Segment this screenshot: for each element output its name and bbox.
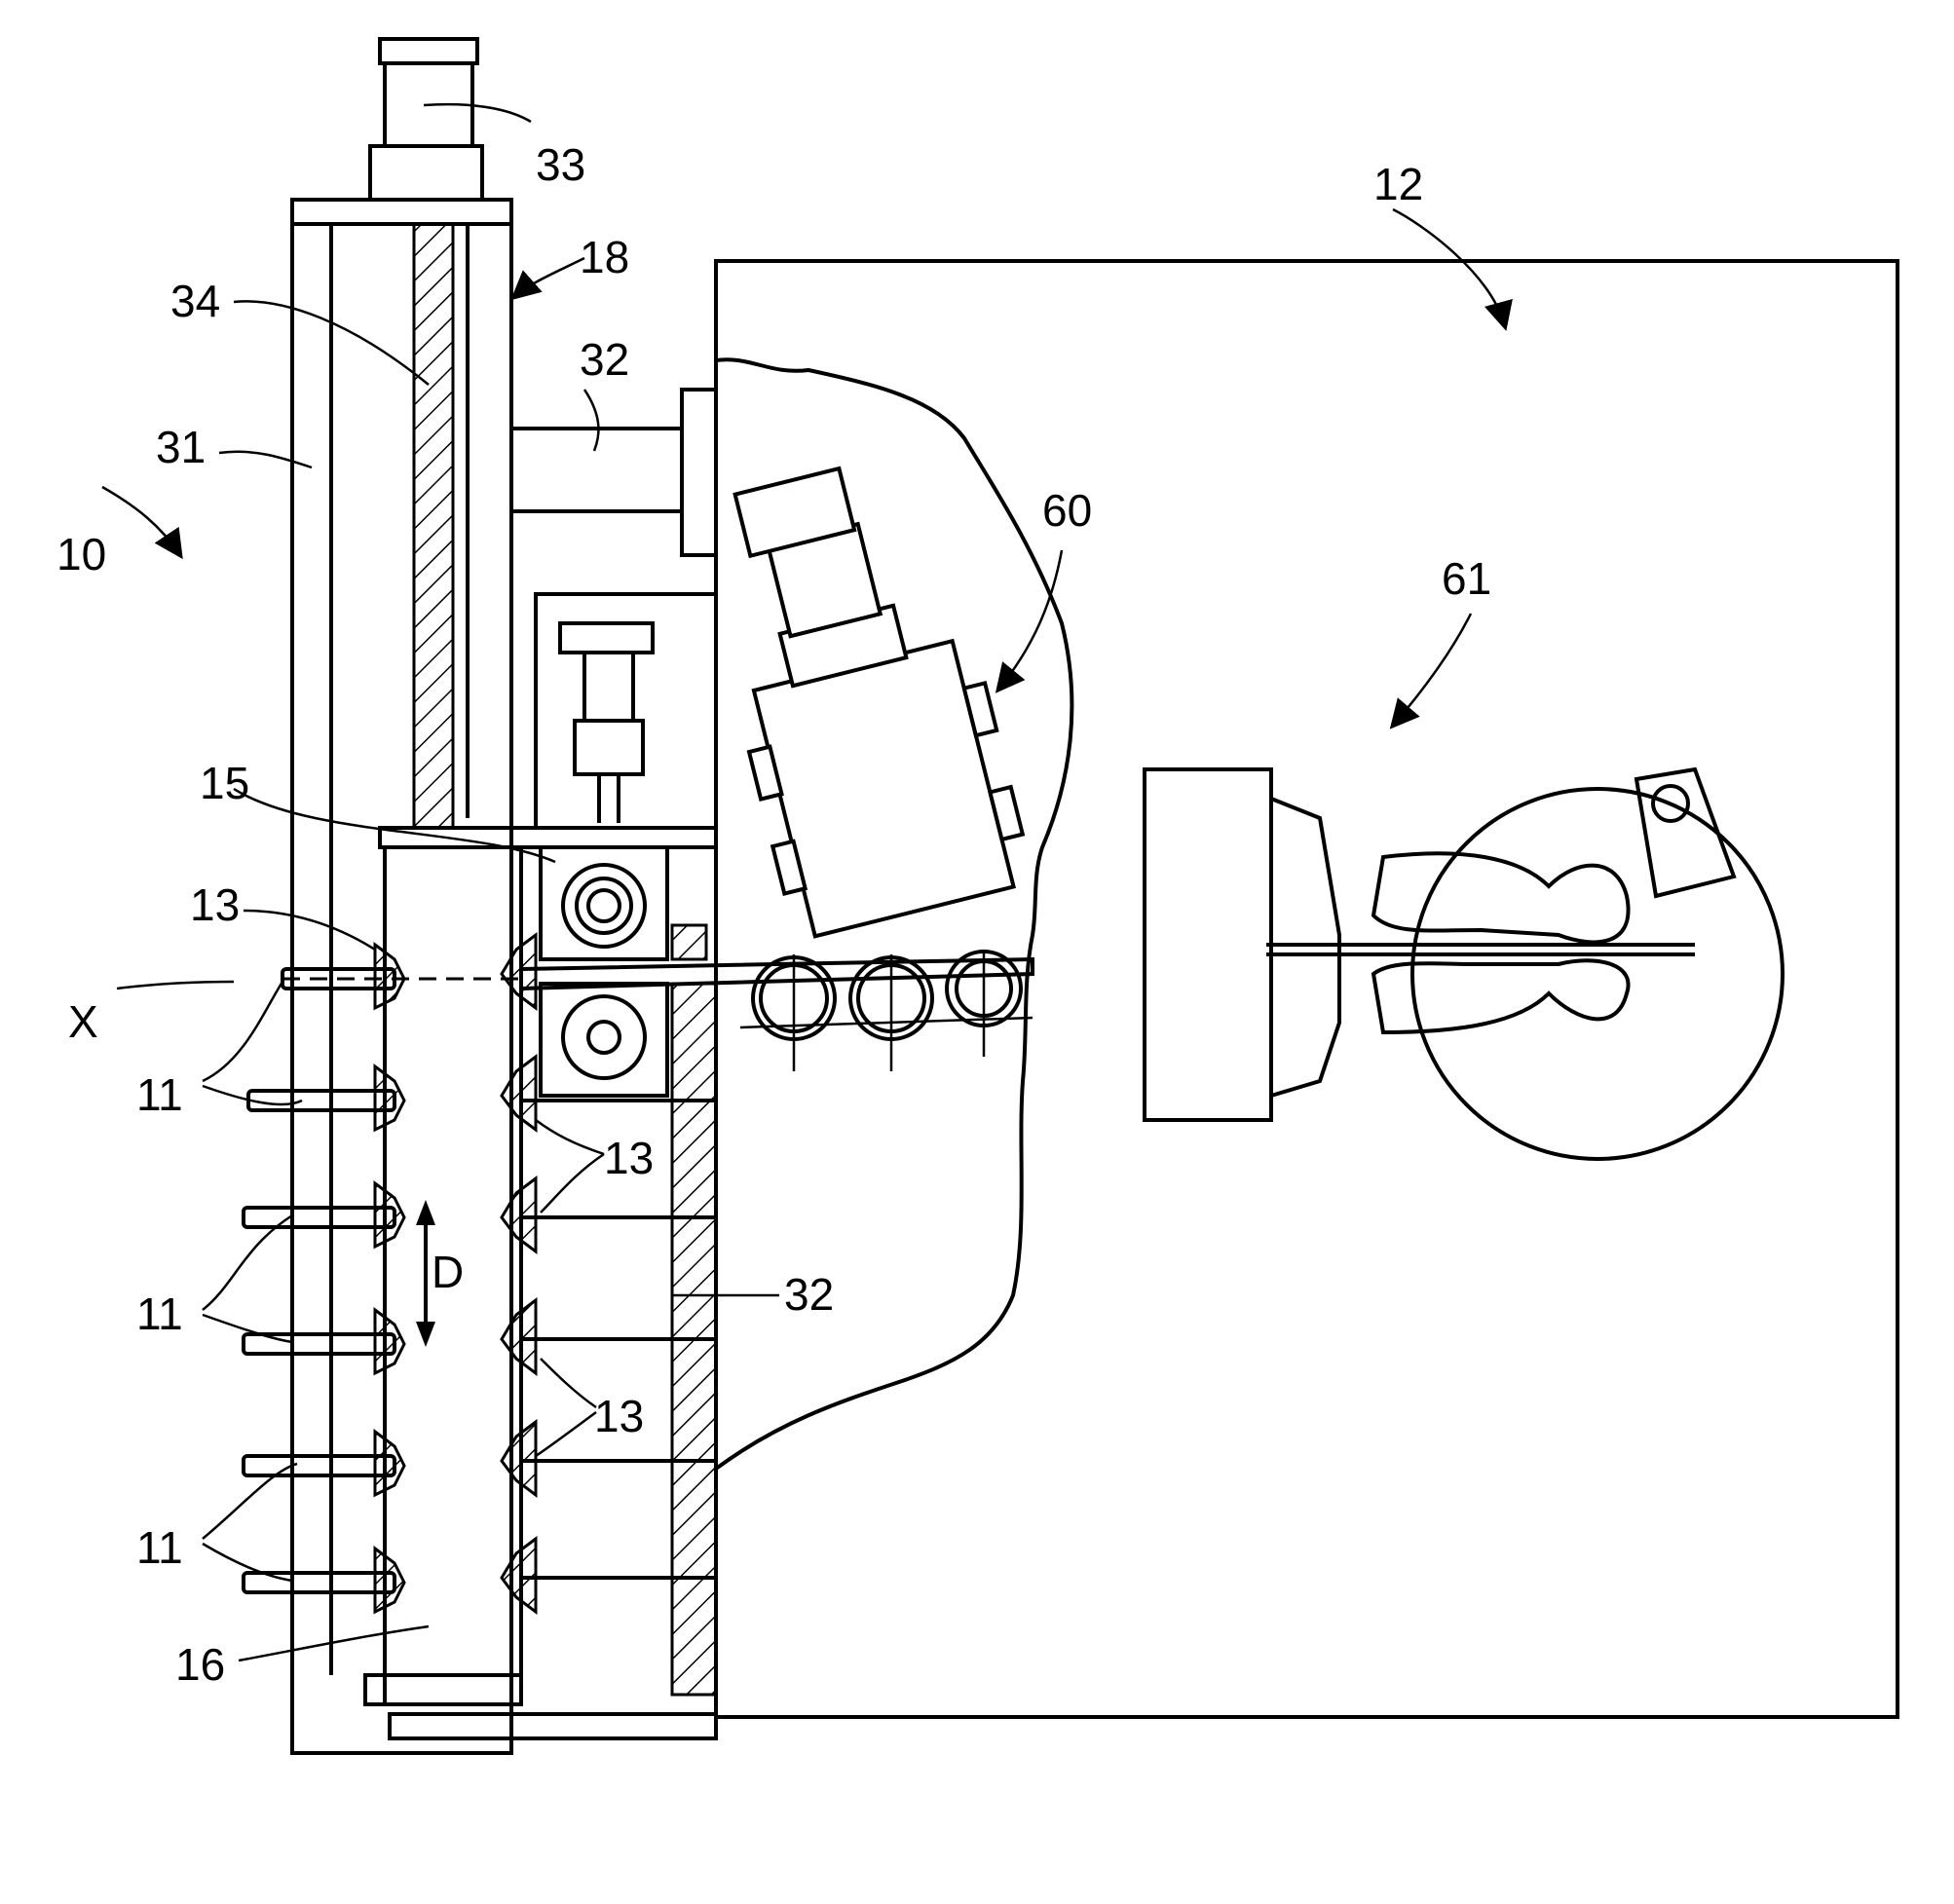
column-18-frame: [292, 39, 511, 1753]
label-d-direction: D: [432, 1247, 464, 1297]
label-15: 15: [200, 758, 249, 808]
label-11-bottom: 11: [136, 1522, 183, 1573]
label-34: 34: [170, 276, 220, 326]
label-61: 61: [1442, 553, 1491, 604]
label-11-middle: 11: [136, 1288, 183, 1339]
label-32-bottom: 32: [784, 1269, 834, 1320]
workpieces-11: [244, 959, 1033, 1592]
label-11-top: 11: [136, 1069, 183, 1120]
label-10: 10: [56, 529, 106, 579]
label-60: 60: [1042, 485, 1092, 536]
label-18: 18: [580, 232, 629, 282]
label-13-top: 13: [190, 879, 240, 930]
label-x-axis: X: [68, 996, 98, 1047]
label-13-middle: 13: [604, 1133, 654, 1183]
label-12: 12: [1373, 159, 1423, 209]
label-13-bottom: 13: [594, 1391, 644, 1441]
device-61-cutter: [1145, 769, 1783, 1159]
label-32-top: 32: [580, 334, 629, 385]
device-12-frame: [716, 261, 1898, 1717]
support-arm-32-top: [511, 390, 716, 828]
feed-rollers: [740, 950, 1033, 1071]
label-31: 31: [156, 422, 206, 472]
label-33: 33: [536, 139, 585, 190]
label-16: 16: [175, 1639, 225, 1690]
device-60-unit: [688, 447, 1034, 941]
